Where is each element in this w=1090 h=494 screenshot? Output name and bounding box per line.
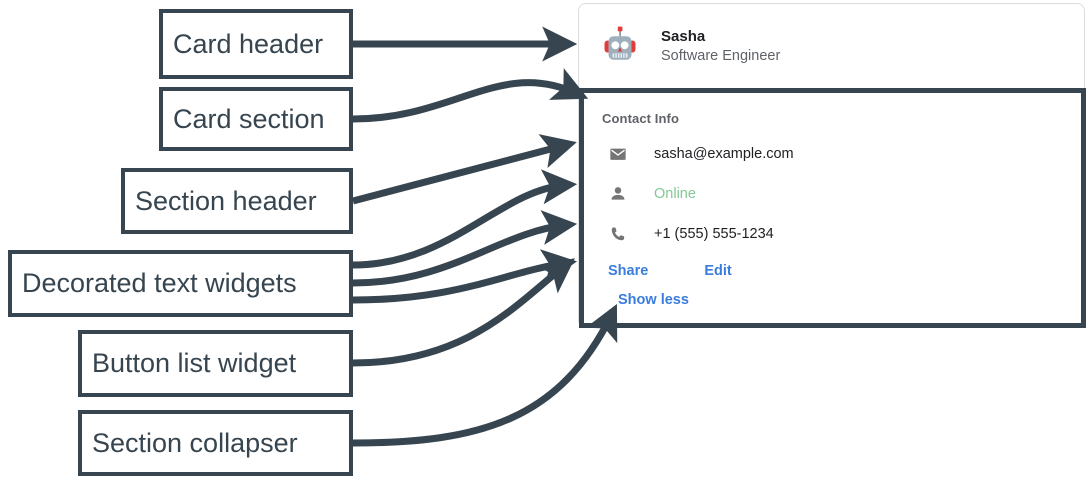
decorated-text-status: Online [608, 183, 696, 205]
decorated-text-email: sasha@example.com [608, 143, 794, 165]
arrow-button-list [352, 258, 575, 367]
arrow-section-collapser [352, 303, 618, 447]
card-header: Sasha Software Engineer [579, 4, 1084, 89]
annotation-label-decorated-text: Decorated text widgets [8, 250, 353, 317]
decorated-text-email-value: sasha@example.com [654, 145, 794, 162]
share-button[interactable]: Share [608, 263, 649, 279]
section-header: Contact Info [602, 111, 680, 126]
annotation-label-button-list: Button list widget [78, 330, 353, 397]
button-list-widget: Share Edit [608, 263, 732, 279]
annotation-label-text: Decorated text widgets [22, 268, 297, 298]
phone-icon [608, 224, 628, 244]
email-icon [608, 144, 628, 164]
annotation-label-text: Button list widget [92, 348, 297, 378]
card-header-text: Sasha Software Engineer [661, 29, 780, 64]
edit-button[interactable]: Edit [704, 263, 732, 279]
profile-card: Sasha Software Engineer Contact Info sas… [578, 3, 1086, 328]
annotation-label-text: Card section [173, 103, 325, 134]
section-collapser-button[interactable]: Show less [618, 292, 689, 308]
arrow-text-widget-1 [352, 169, 578, 269]
annotation-label-section-header: Section header [121, 168, 353, 234]
arrow-card-section [352, 68, 589, 123]
annotation-label-card-header: Card header [159, 9, 353, 79]
card-section: Contact Info sasha@example.com [579, 88, 1086, 328]
decorated-text-phone-value: +1 (555) 555-1234 [654, 225, 774, 242]
annotation-label-card-section: Card section [159, 87, 353, 151]
decorated-text-phone: +1 (555) 555-1234 [608, 223, 774, 245]
card-header-subtitle: Software Engineer [661, 48, 781, 65]
arrow-section-header [352, 134, 577, 205]
annotation-label-section-collapser: Section collapser [78, 410, 353, 476]
annotation-label-text: Section header [135, 185, 317, 216]
annotation-label-text: Section collapser [92, 427, 298, 458]
robot-avatar-icon [597, 23, 645, 71]
person-icon [608, 184, 628, 204]
decorated-text-status-value: Online [654, 185, 696, 202]
card-header-title: Sasha [661, 28, 706, 46]
annotation-label-text: Card header [173, 28, 324, 59]
arrow-text-widget-2 [352, 210, 578, 287]
